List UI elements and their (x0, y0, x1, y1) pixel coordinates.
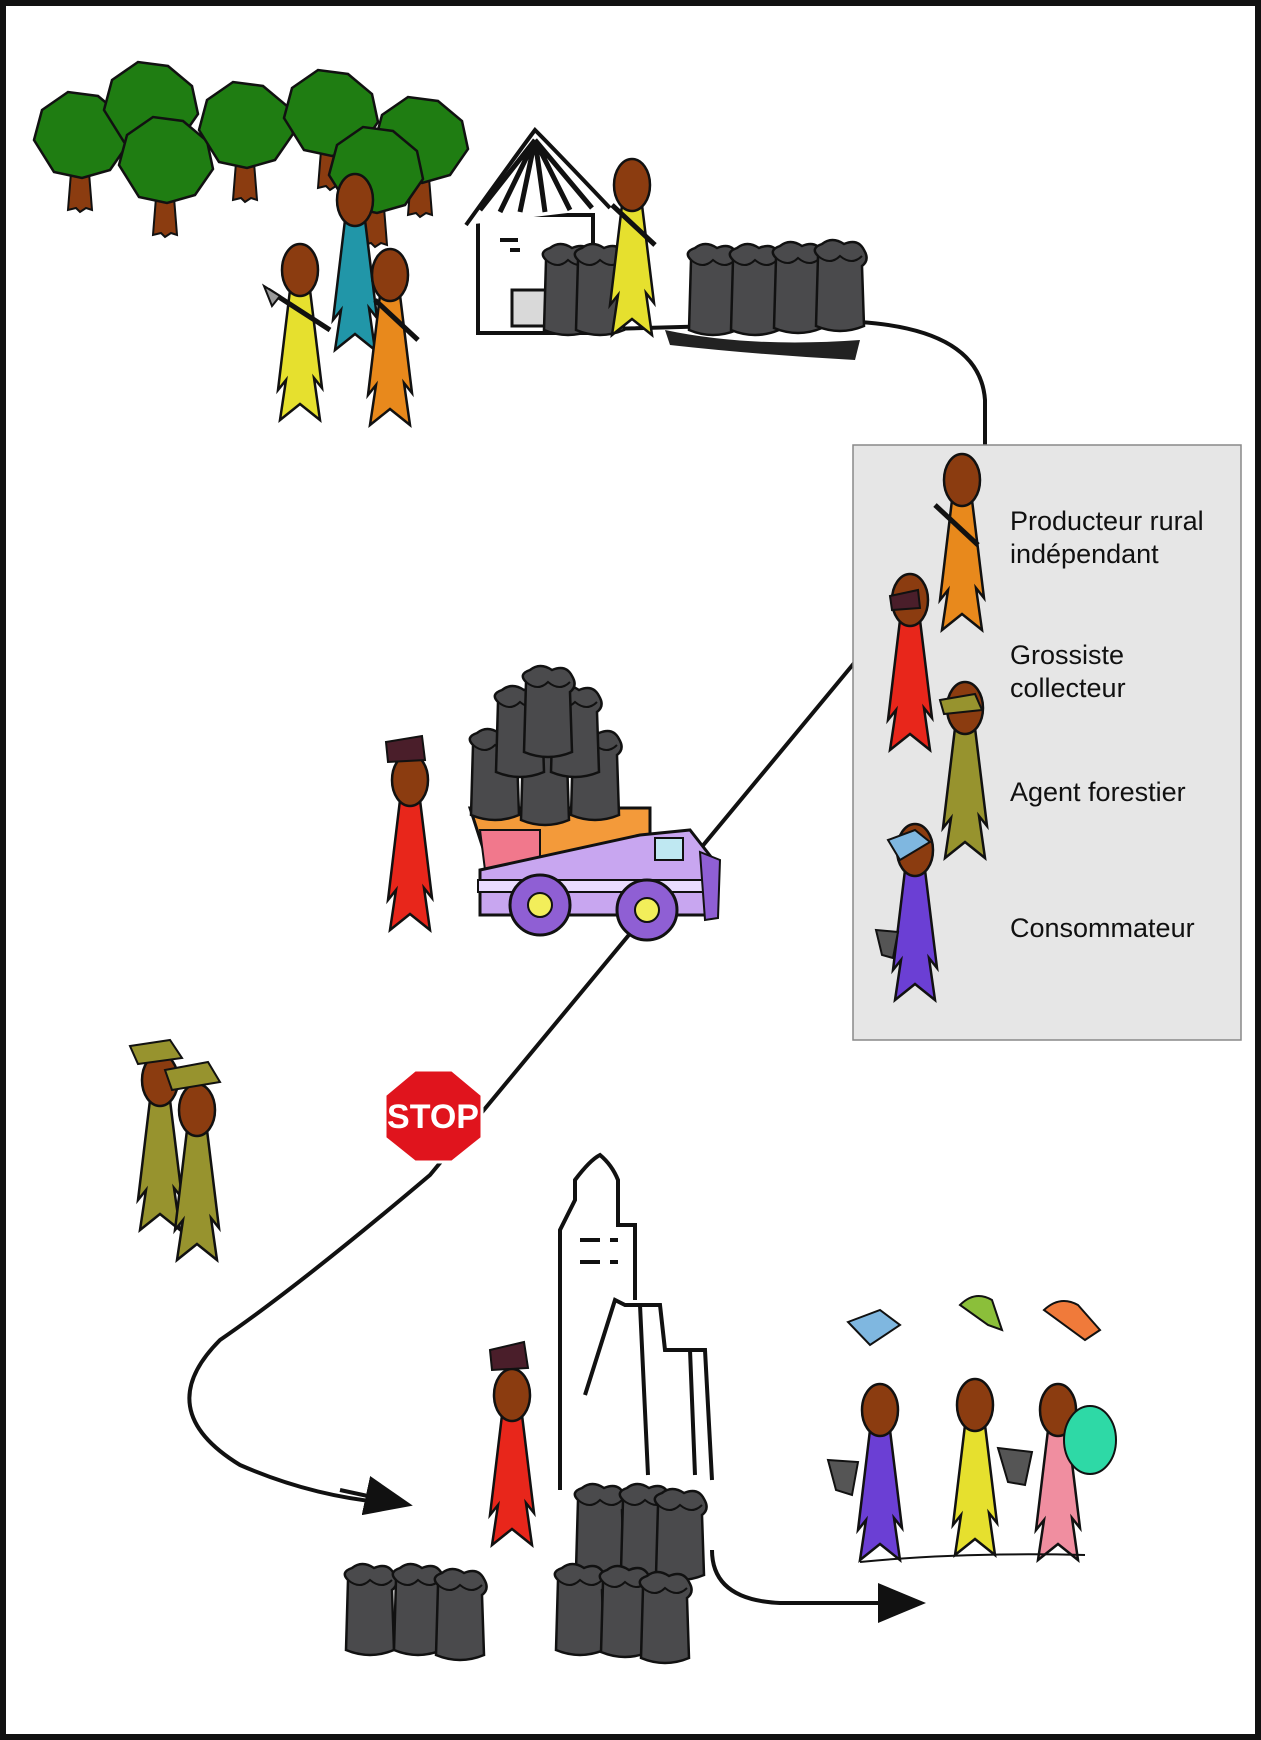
route-arrow-to-consumers (710, 1549, 926, 1623)
wholesaler-figure-market (488, 1340, 536, 1547)
producer-figure-yellow-1 (261, 242, 332, 422)
village-charcoal-bags (541, 238, 868, 360)
legend-label-wholesaler-line2: collecteur (1010, 673, 1126, 703)
legend-panel: Producteur rural indépendant Grossiste c… (852, 444, 1242, 1041)
legend-label-consumer: Consommateur (1010, 913, 1195, 943)
stop-sign-text: STOP (387, 1098, 479, 1136)
legend-icon-wholesaler (886, 572, 934, 752)
consumer-yellow (951, 1295, 1034, 1557)
legend-icon-producer (933, 452, 986, 632)
city-skyline (558, 1152, 714, 1490)
forestry-agents-pair (128, 1038, 222, 1262)
producer-figure-orange (366, 247, 420, 427)
legend-label-wholesaler-line1: Grossiste (1010, 640, 1124, 670)
legend-icon-agent (938, 680, 989, 860)
supply-route-line (187, 319, 987, 1506)
wholesaler-figure-middle (384, 734, 434, 932)
consumer-purple (826, 1308, 904, 1562)
route-arrow-to-market (339, 1476, 413, 1516)
legend-icon-consumer (874, 822, 939, 1002)
legend-label-producer-line1: Producteur rural (1010, 506, 1204, 536)
producer-figure-blue (331, 172, 379, 352)
legend-label-producer-line2: indépendant (1010, 539, 1159, 569)
legend-label-agent: Agent forestier (1010, 777, 1186, 807)
producer-figure-yellow-2 (608, 157, 657, 337)
consumer-pink (1034, 1300, 1117, 1562)
stop-sign: STOP (383, 1068, 484, 1164)
charcoal-truck (467, 664, 722, 942)
consumers-group (826, 1295, 1117, 1563)
